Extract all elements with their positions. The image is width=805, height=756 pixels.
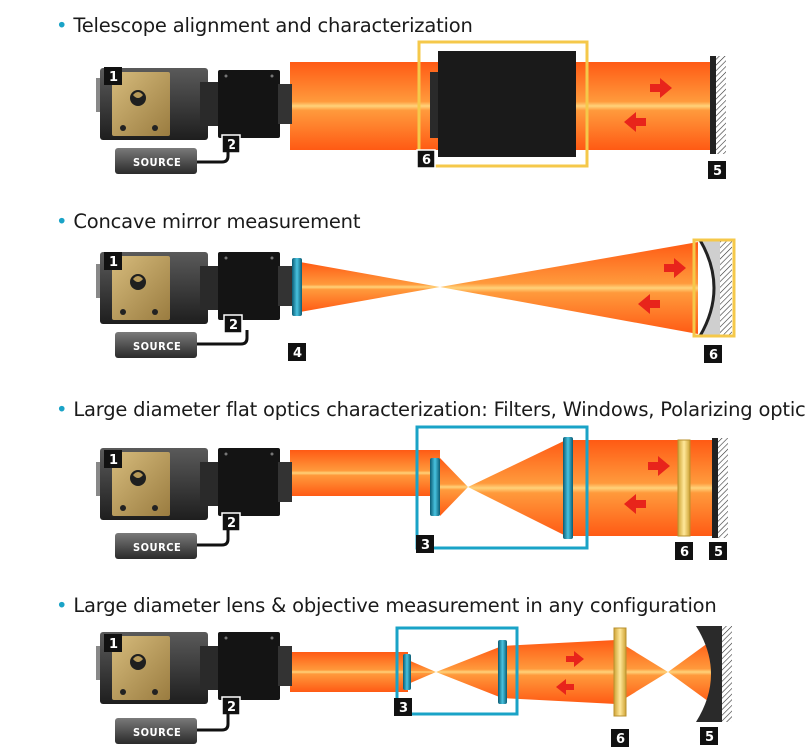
camera-1 [96,632,222,704]
section-concave-mirror: 1 2 4 SOURCE 6 [96,238,736,363]
source-label: SOURCE [133,340,181,353]
lens-6 [613,627,627,717]
label-1 [104,450,122,468]
heading-concave-mirror: •Concave mirror measurement [56,210,361,233]
beam-narrow [290,450,440,496]
beam-converge [300,262,440,312]
arrow-right [566,651,584,667]
label-1 [104,634,122,652]
label-4 [288,343,306,361]
lens-large [498,640,507,704]
lens-large [563,437,573,539]
camera-1 [96,68,222,140]
label-5 [709,542,727,560]
label-6 [416,149,436,169]
source-box [115,718,197,744]
label-3 [394,698,412,716]
highlight-box-3 [415,425,589,550]
camera-1 [96,448,222,520]
sensor-head [218,448,292,516]
beam-narrow [290,652,408,692]
label-6-text: 6 [616,732,625,747]
label-3-text: 3 [421,538,430,553]
arrow-right [664,258,686,278]
highlight-box-6 [417,40,589,168]
arrow-right [648,456,670,476]
label-5 [708,161,726,179]
label-6 [704,345,722,363]
camera-1 [96,252,222,324]
flat-mirror [710,56,716,154]
arrow-left [624,112,646,132]
sensor-head [218,70,292,138]
label-2-text: 2 [227,138,236,153]
lens-4 [292,258,302,316]
label-6-text: 6 [422,153,431,168]
sensor-head [218,632,292,700]
label-1-text: 1 [109,453,118,468]
source-label: SOURCE [133,156,181,169]
beam-diverge [440,242,698,334]
source-label: SOURCE [133,541,181,554]
highlight-box-3 [395,626,519,716]
heading-flat-optics: •Large diameter flat optics characteriza… [56,398,805,421]
label-2-text: 2 [229,318,238,333]
heading-telescope: •Telescope alignment and characterizatio… [56,14,473,37]
section-lens-objective: 1 2 SOURCE 3 6 5 [96,626,732,747]
label-1 [104,67,122,85]
arrow-left [624,494,646,514]
label-4-text: 4 [293,346,302,361]
source-box [115,533,197,559]
lens-small [403,654,411,690]
label-6-text: 6 [709,348,718,363]
label-1-text: 1 [109,255,118,270]
label-5-text: 5 [705,730,714,745]
label-2 [221,512,241,532]
source-box [115,332,197,358]
label-5-text: 5 [713,164,722,179]
label-3 [416,535,434,553]
label-1-text: 1 [109,70,118,85]
label-6-text: 6 [680,545,689,560]
filter-6 [677,439,691,537]
section-telescope: 1 2 SOURCE 6 5 [96,40,726,179]
concave-mirror [700,240,720,336]
label-2-text: 2 [227,516,236,531]
label-2 [223,314,243,334]
label-2 [221,696,241,716]
arrow-right [650,78,672,98]
highlight-box-6 [692,238,736,338]
arrow-left [638,294,660,314]
label-6 [675,542,693,560]
label-1 [104,252,122,270]
label-6 [611,729,629,747]
heading-lens-objective: •Large diameter lens & objective measure… [56,594,717,617]
sensor-head [218,252,292,320]
source-box [115,148,197,174]
telescope [438,51,576,157]
label-1-text: 1 [109,637,118,652]
concave-mirror [696,626,726,722]
flat-mirror [712,438,718,538]
section-flat-optics: 1 2 SOURCE 3 6 5 [96,425,728,560]
arrow-left [556,679,574,695]
label-5-text: 5 [714,545,723,560]
label-2-text: 2 [227,700,236,715]
label-3-text: 3 [399,701,408,716]
label-5 [700,727,718,745]
source-label: SOURCE [133,726,181,739]
lens-small [430,458,440,516]
